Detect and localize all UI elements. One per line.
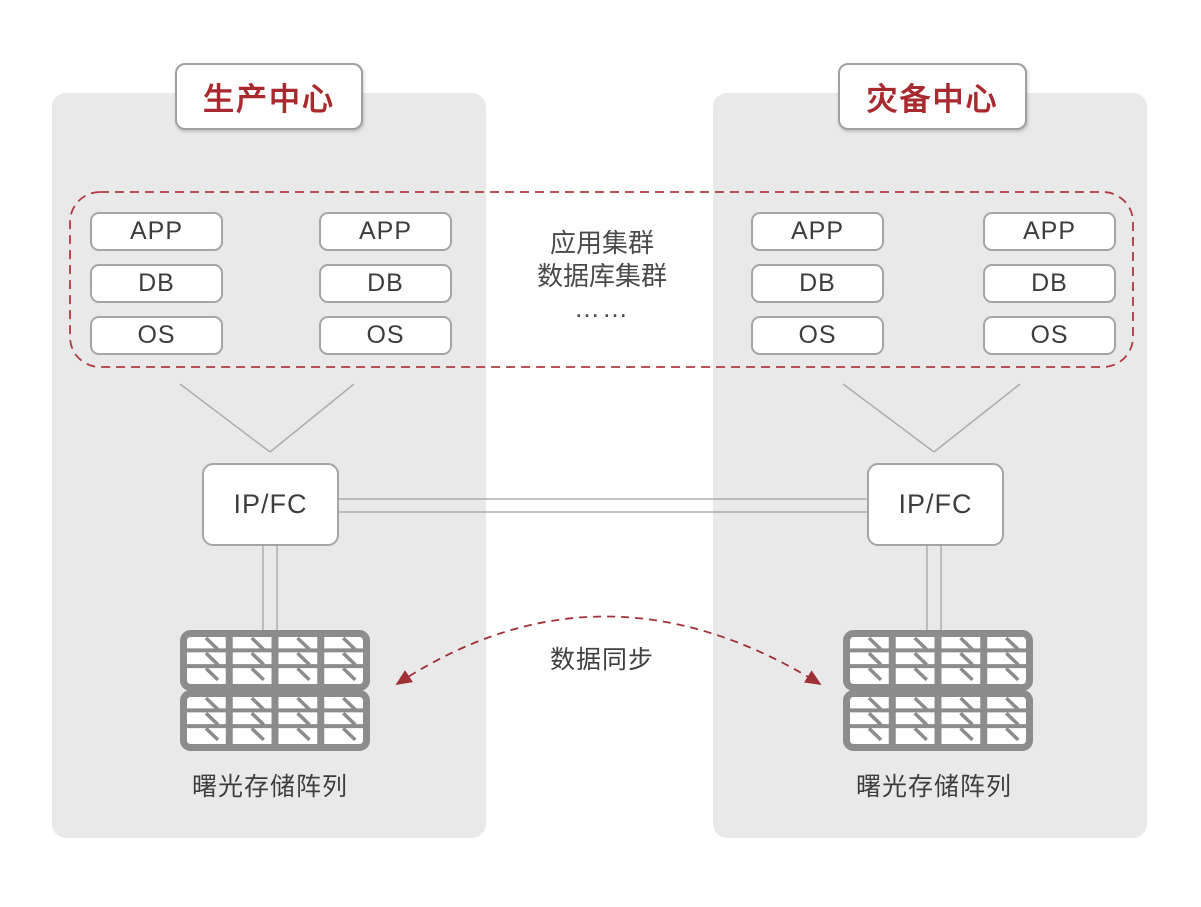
prod-stack2-db-box: DB — [319, 264, 452, 303]
disaster-storage-array-icon — [843, 630, 1033, 751]
cluster-note-line2: 数据库集群 — [536, 261, 667, 291]
production-storage-array-icon — [180, 630, 370, 751]
dr-stack2-app-box: APP — [983, 212, 1116, 251]
cluster-note-ellipsis: …… — [574, 293, 630, 323]
prod-stack2-app-box: APP — [319, 212, 452, 251]
disaster-center-title: 灾备中心 — [838, 63, 1027, 130]
dr-stack1-db-box: DB — [751, 264, 884, 303]
cluster-note-line1: 应用集群 — [549, 228, 654, 258]
prod-stack1-db-box: DB — [90, 264, 223, 303]
dr-stack1-os-box: OS — [751, 316, 884, 355]
production-switch-box: IP/FC — [202, 463, 339, 546]
production-storage-label: 曙光存储阵列 — [191, 773, 348, 801]
prod-stack1-os-box: OS — [90, 316, 223, 355]
data-sync-label: 数据同步 — [549, 646, 654, 674]
disaster-storage-label: 曙光存储阵列 — [855, 773, 1012, 801]
dr-stack2-os-box: OS — [983, 316, 1116, 355]
prod-stack1-app-box: APP — [90, 212, 223, 251]
production-center-title: 生产中心 — [175, 63, 363, 130]
dr-stack2-db-box: DB — [983, 264, 1116, 303]
dr-stack1-app-box: APP — [751, 212, 884, 251]
prod-stack2-os-box: OS — [319, 316, 452, 355]
cluster-note: 应用集群 数据库集群 …… — [492, 227, 712, 323]
disaster-switch-box: IP/FC — [867, 463, 1004, 546]
